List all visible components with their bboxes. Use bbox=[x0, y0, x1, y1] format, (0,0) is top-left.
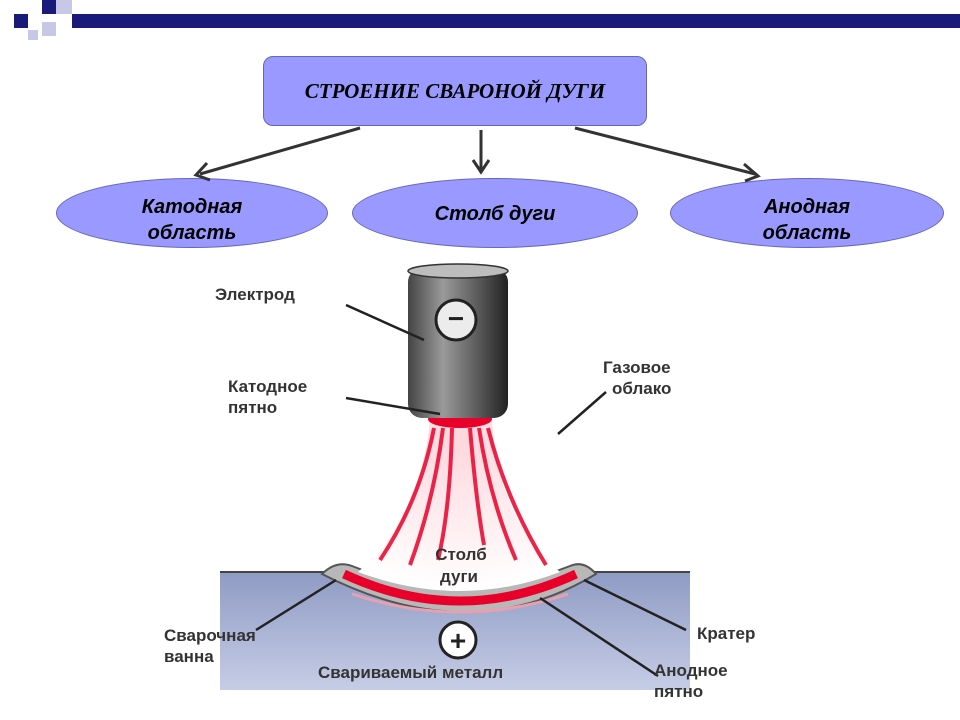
label-cathode-spot-1: Катодное bbox=[228, 377, 307, 396]
label-weld-pool-2: ванна bbox=[164, 647, 214, 666]
label-arc-column-1: Столб bbox=[435, 545, 486, 564]
label-electrode: Электрод bbox=[215, 285, 295, 304]
label-weld-pool-1: Сварочная bbox=[164, 626, 256, 645]
electrode: − bbox=[407, 263, 509, 418]
arc-column bbox=[358, 420, 560, 591]
arrow-left-head bbox=[193, 161, 211, 182]
electrode-polarity: − bbox=[448, 303, 464, 334]
arrow-right bbox=[574, 126, 756, 176]
plus-icon bbox=[438, 620, 478, 660]
arrow-left bbox=[199, 126, 361, 176]
title-text: СТРОЕНИЕ СВАРОНОЙ ДУГИ bbox=[304, 79, 606, 103]
label-anode-spot-2: пятно bbox=[654, 682, 703, 701]
region-column-label: Столб дуги bbox=[434, 203, 556, 225]
region-column: Столб дуги bbox=[352, 178, 638, 248]
label-cathode-spot-2: пятно bbox=[228, 398, 277, 417]
arrow-center-head bbox=[471, 159, 491, 175]
leader-lines bbox=[255, 303, 687, 678]
corner-decoration bbox=[14, 0, 960, 40]
region-cathode-label: Катодная область bbox=[141, 196, 243, 244]
region-cathode: Катодная область bbox=[56, 178, 328, 248]
diagram-title: СТРОЕНИЕ СВАРОНОЙ ДУГИ bbox=[263, 56, 647, 126]
connector-arrows bbox=[193, 126, 761, 183]
label-anode-spot-1: Анодное bbox=[654, 661, 728, 680]
region-anode-label: Анодная область bbox=[762, 196, 852, 244]
label-gas-cloud-1: Газовое bbox=[603, 358, 671, 377]
label-crater: Кратер bbox=[697, 624, 755, 643]
metal-polarity: + bbox=[450, 625, 466, 656]
label-arc-column-2: дуги bbox=[440, 567, 478, 586]
label-base-metal: Свариваемый металл bbox=[318, 663, 503, 682]
region-anode: Анодная область bbox=[670, 178, 944, 248]
label-gas-cloud-2: облако bbox=[612, 379, 671, 398]
minus-icon bbox=[434, 298, 478, 342]
arrow-right-head bbox=[743, 162, 761, 183]
